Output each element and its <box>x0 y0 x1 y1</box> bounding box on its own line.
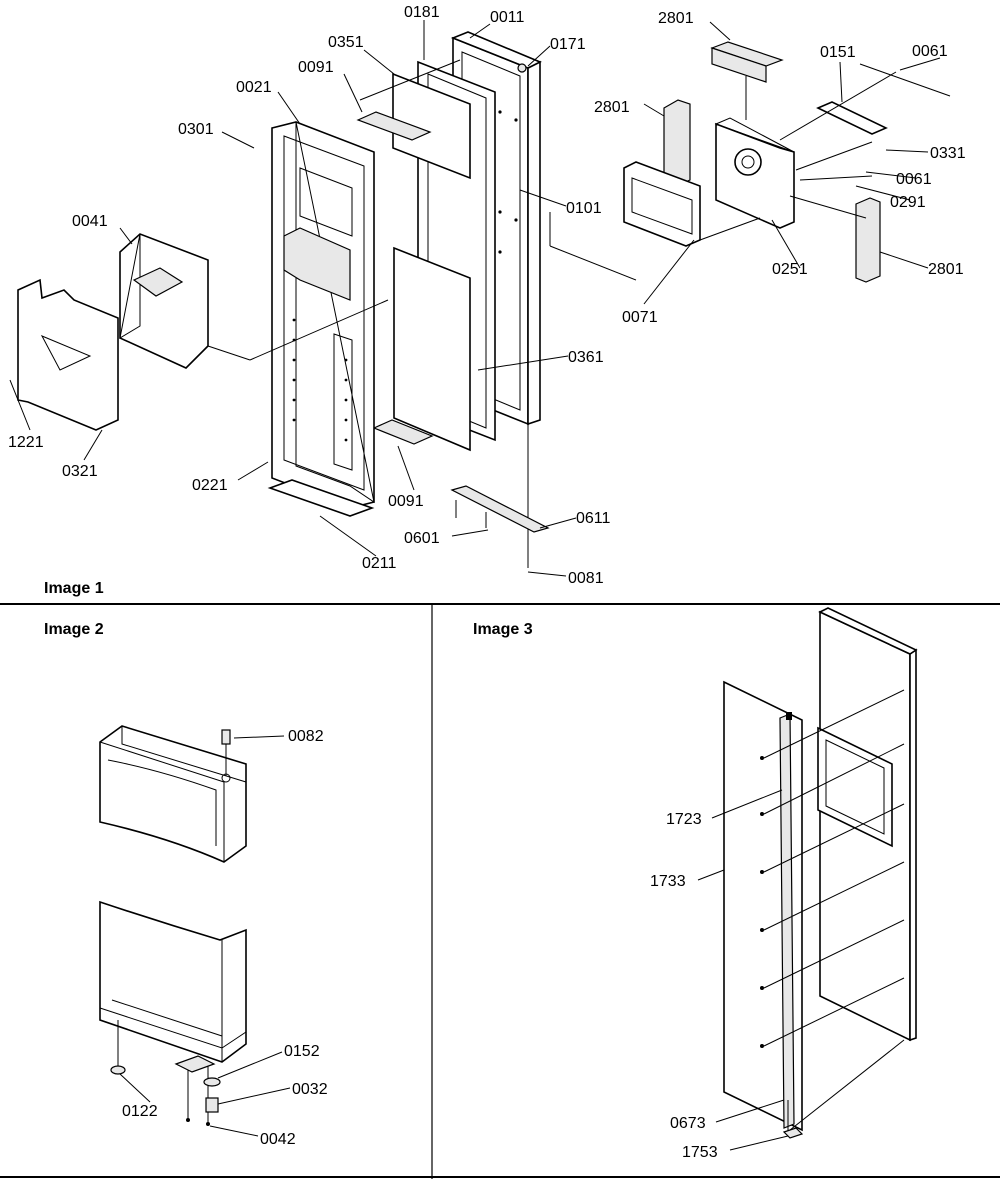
callout-0291: 0291 <box>890 194 926 211</box>
callout-0211: 0211 <box>362 555 397 572</box>
callout-2801-left: 2801 <box>594 99 630 116</box>
callout-1733: 1733 <box>650 873 686 890</box>
image3-callouts: 1723 1733 0673 1753 <box>650 811 718 1161</box>
callout-0011: 0011 <box>490 9 525 26</box>
callout-0091-bottom: 0091 <box>388 493 424 510</box>
callout-0101: 0101 <box>566 200 602 217</box>
callout-1723: 1723 <box>666 811 702 828</box>
image1-drawing <box>17 31 951 568</box>
callout-0122: 0122 <box>122 1103 158 1120</box>
panel-title-image1: Image 1 <box>44 580 104 597</box>
callout-0081: 0081 <box>568 570 604 587</box>
image2-drawing <box>99 725 247 1126</box>
callout-0041: 0041 <box>72 213 108 230</box>
image2-callouts: 0082 0152 0032 0122 0042 <box>122 728 328 1148</box>
callout-0032: 0032 <box>292 1081 328 1098</box>
callout-0071: 0071 <box>622 309 658 326</box>
callout-2801-top: 2801 <box>658 10 694 27</box>
panel-title-image2: Image 2 <box>44 621 104 638</box>
callout-0152: 0152 <box>284 1043 320 1060</box>
image3-leaders <box>697 789 789 1151</box>
callout-0331: 0331 <box>930 145 966 162</box>
callout-0601: 0601 <box>404 530 440 547</box>
callout-0171: 0171 <box>550 36 586 53</box>
image3-drawing <box>723 607 918 1139</box>
callout-0151: 0151 <box>820 44 856 61</box>
callout-0091-top: 0091 <box>298 59 334 76</box>
callout-0221: 0221 <box>192 477 228 494</box>
image1-callouts: 0181 0011 0171 2801 0351 0091 0151 0061 … <box>8 4 966 587</box>
callout-1753: 1753 <box>682 1144 718 1161</box>
image1-leaders <box>9 20 941 577</box>
callout-0251: 0251 <box>772 261 808 278</box>
callout-0673: 0673 <box>670 1115 706 1132</box>
callout-0082: 0082 <box>288 728 324 745</box>
callout-0301: 0301 <box>178 121 214 138</box>
callout-0021: 0021 <box>236 79 272 96</box>
panel-title-image3: Image 3 <box>473 621 533 638</box>
image2-leaders <box>119 735 291 1137</box>
callout-0351: 0351 <box>328 34 364 51</box>
callout-0061-top: 0061 <box>912 43 948 60</box>
callout-0042: 0042 <box>260 1131 296 1148</box>
callout-0321: 0321 <box>62 463 98 480</box>
callout-0181: 0181 <box>404 4 440 21</box>
callout-2801-right: 2801 <box>928 261 964 278</box>
callout-0061-mid: 0061 <box>896 171 932 188</box>
callout-0361: 0361 <box>568 349 604 366</box>
callout-0611: 0611 <box>576 510 611 527</box>
callout-1221: 1221 <box>8 434 44 451</box>
